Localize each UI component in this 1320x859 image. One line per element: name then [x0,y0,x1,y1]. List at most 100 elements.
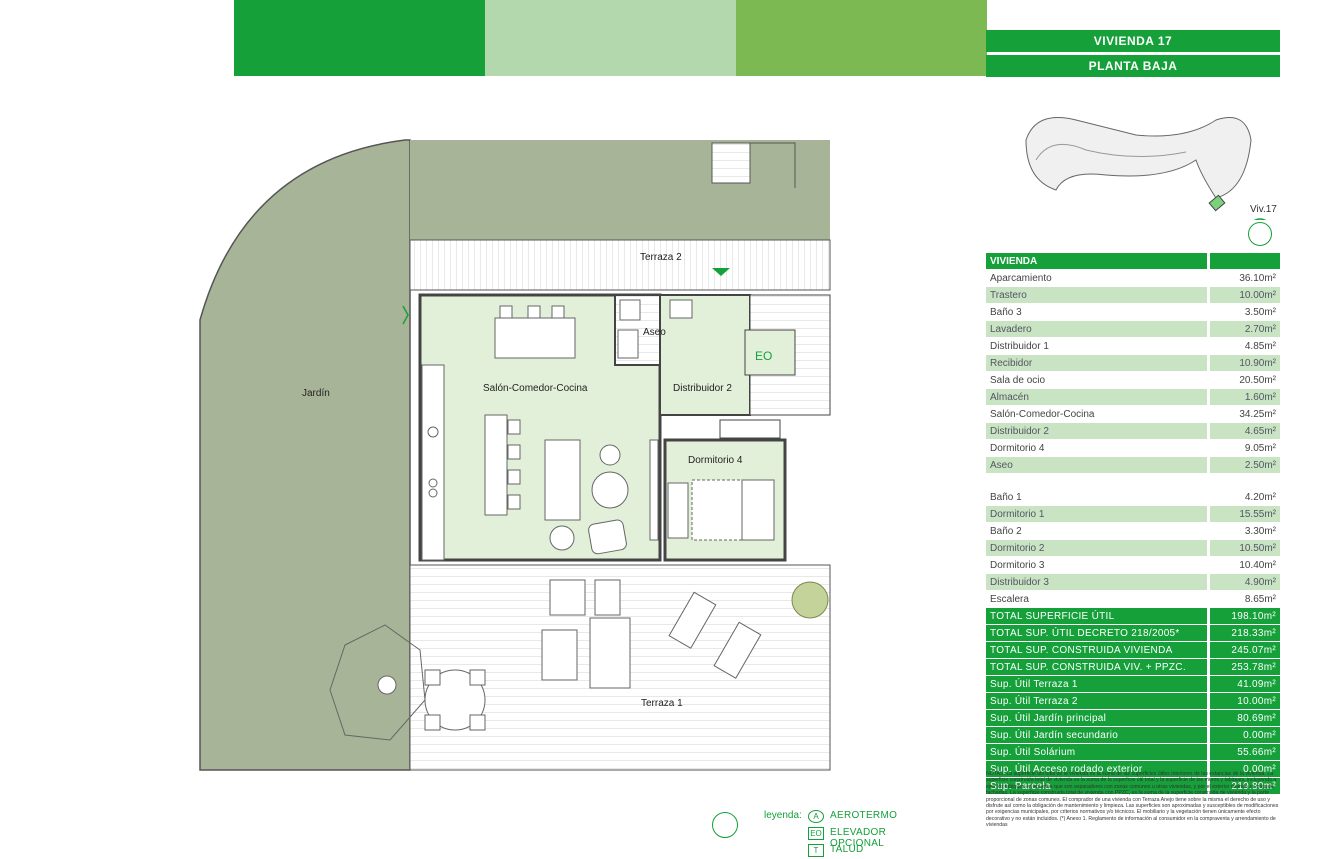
area-label: Sala de ocio [986,372,1207,388]
area-label: Trastero [986,287,1207,303]
area-value: 2.50m² [1207,457,1280,473]
orientation-icon [712,812,738,838]
legend-label: AEROTERMO [830,810,898,821]
header-band-mid [736,0,987,76]
area-label: VIVIENDA [986,253,1207,269]
key-plan-map [1025,117,1272,242]
area-label: Recibidor [986,355,1207,371]
sofa [544,439,581,521]
table-spacer [986,474,1280,488]
entry-stair [711,142,751,184]
area-label: Almacén [986,389,1207,405]
area-label: TOTAL SUP. CONSTRUIDA VIVIENDA [986,642,1207,658]
header-band-light [485,0,736,76]
keyplan-label: Viv.17 [1250,204,1277,215]
area-label: Escalera [986,591,1207,607]
umbrella [329,624,426,741]
kitchen-island [484,414,508,516]
area-value: 3.30m² [1207,523,1280,539]
area-label: Baño 1 [986,489,1207,505]
label-aseo: Aseo [643,327,666,338]
area-label: Distribuidor 3 [986,574,1207,590]
area-label: Salón-Comedor-Cocina [986,406,1207,422]
area-value: 15.55m² [1207,506,1280,522]
area-value: 36.10m² [1207,270,1280,286]
area-value: 10.40m² [1207,557,1280,573]
label-salon: Salón-Comedor-Cocina [483,383,588,394]
floor-plan: Terraza 2 Aseo EO Jardín Salón-Comedor-C… [199,139,840,771]
area-value: 0.00m² [1207,761,1280,777]
area-value: 245.07m² [1207,642,1280,658]
legend-title: leyenda: [764,810,802,821]
area-value: 218.33m² [1207,625,1280,641]
area-value: 8.65m² [1207,591,1280,607]
area-value: 9.05m² [1207,440,1280,456]
area-label: Aseo [986,457,1207,473]
area-value: 34.25m² [1207,406,1280,422]
key-plan: Viv.17 [986,80,1280,246]
area-label: TOTAL SUP. CONSTRUIDA VIV. + PPZC. [986,659,1207,675]
total-row: TOTAL SUP. CONSTRUIDA VIV. + PPZC.253.78… [986,659,1280,675]
talud-icon: T [808,844,824,857]
area-value: 20.50m² [1207,372,1280,388]
legend-label: ELEVADOR OPCIONAL [830,827,887,849]
area-value: 1.60m² [1207,389,1280,405]
area-label: Sup. Útil Solárium [986,744,1207,760]
area-value: 41.09m² [1207,676,1280,692]
area-label: TOTAL SUP. ÚTIL DECRETO 218/2005* [986,625,1207,641]
notes-text: NOTAS: La superficie útil total de la vi… [986,771,1279,829]
area-value [1207,253,1280,269]
elevator-box [744,329,796,376]
area-value: 10.00m² [1207,693,1280,709]
label-distribuidor-2: Distribuidor 2 [673,383,732,394]
garden-area [199,139,411,771]
area-value: 2.70m² [1207,321,1280,337]
area-value: 4.65m² [1207,423,1280,439]
area-label: Distribuidor 1 [986,338,1207,354]
total-row: TOTAL SUP. ÚTIL DECRETO 218/2005*218.33m… [986,625,1280,641]
north-icon [1248,222,1272,246]
label-terraza-2: Terraza 2 [640,252,682,263]
area-label: Baño 3 [986,304,1207,320]
area-value: 55.66m² [1207,744,1280,760]
area-label: TOTAL SUPERFICIE ÚTIL [986,608,1207,624]
dining-table [494,317,576,359]
area-value: 10.00m² [1207,287,1280,303]
area-label: Dormitorio 4 [986,440,1207,456]
area-label: Aparcamiento [986,270,1207,286]
label-dormitorio-4: Dormitorio 4 [688,455,743,466]
area-value: 3.50m² [1207,304,1280,320]
label-terraza-1: Terraza 1 [641,698,683,709]
area-label: Sup. Parcela [986,778,1207,794]
area-label: Baño 2 [986,523,1207,539]
plant [791,581,829,619]
area-value: 10.50m² [1207,540,1280,556]
garden-strip-right [830,190,840,770]
area-label: Sup. Útil Terraza 1 [986,676,1207,692]
spacer-cell [1207,474,1280,488]
area-label: Sup. Útil Terraza 2 [986,693,1207,709]
area-value: 219.80m² [1207,778,1280,794]
kitchen-counter [421,364,445,561]
area-value: 10.90m² [1207,355,1280,371]
